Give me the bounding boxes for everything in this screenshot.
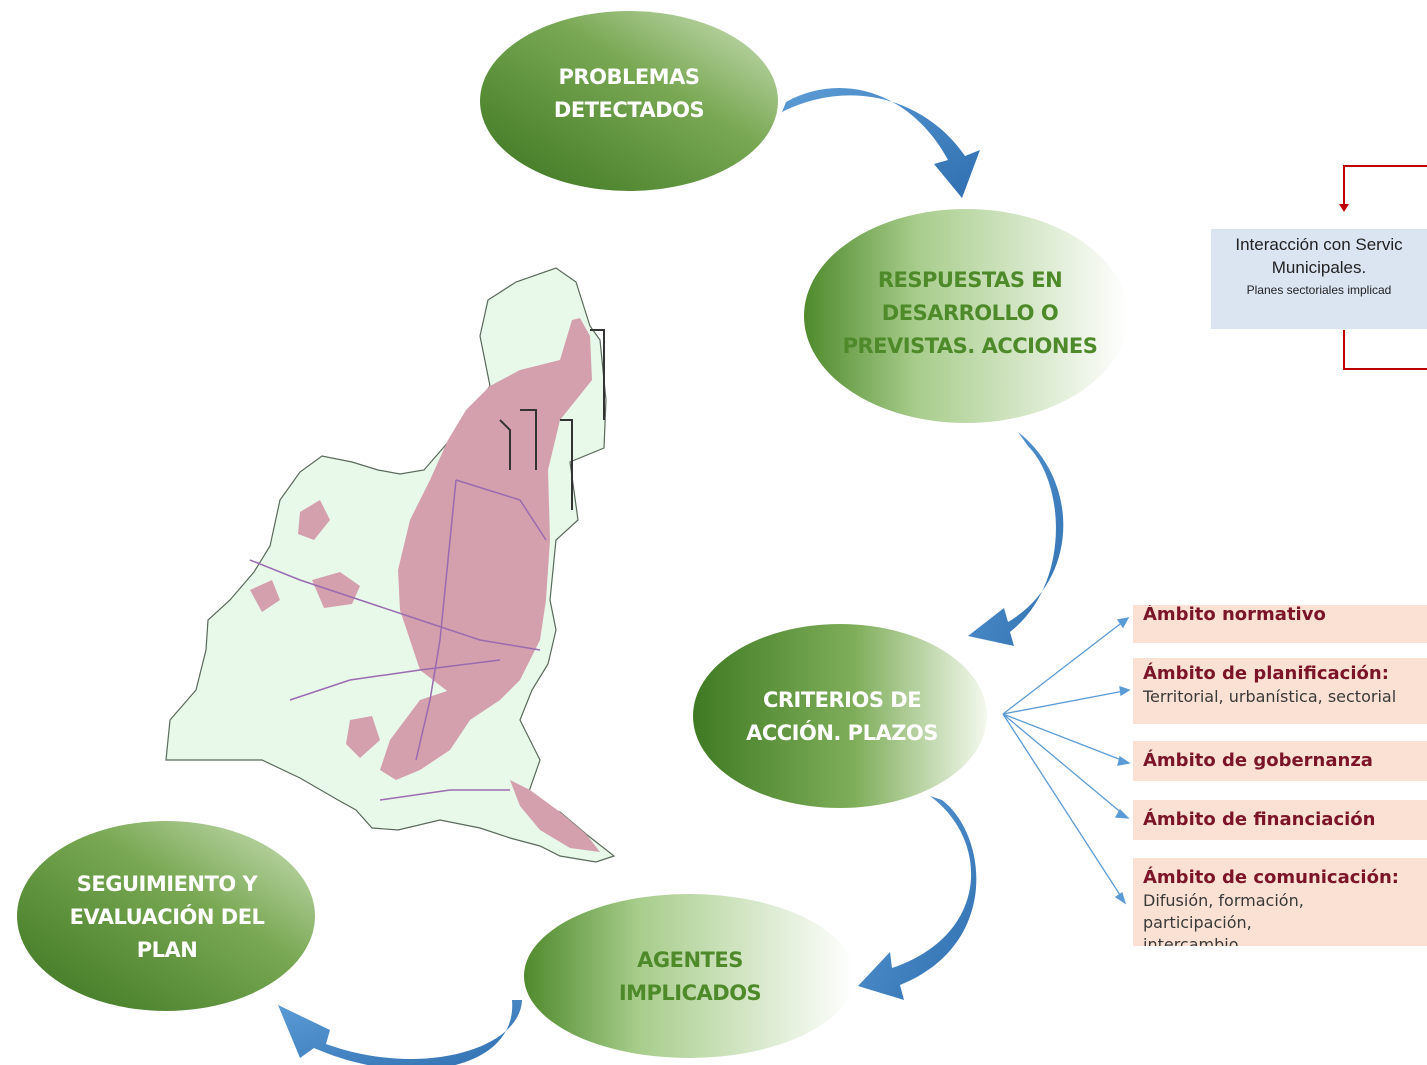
label-criterios: CRITERIOS DE ACCIÓN. PLAZOS	[712, 684, 972, 750]
label-respuestas: RESPUESTAS EN DESARROLLO O PREVISTAS. AC…	[820, 264, 1120, 363]
label-seguimiento-line-3: PLAN	[136, 938, 198, 962]
scope-connectors	[1002, 617, 1131, 905]
scope-detail-planificacion: Territorial, urbanística, sectorial	[1143, 687, 1397, 706]
map-roads	[249, 479, 547, 801]
label-problemas-line-1: PROBLEMAS	[558, 65, 700, 89]
scope-title-comunicacion: Ámbito de comunicación:	[1143, 867, 1399, 888]
label-respuestas-line-2: DESARROLLO O	[881, 301, 1059, 325]
ellipse-criterios	[693, 624, 987, 808]
label-seguimiento: SEGUIMIENTO Y EVALUACIÓN DEL PLAN	[36, 868, 298, 967]
map-urban-nw	[298, 500, 330, 540]
scope-box-comunicacion: Ámbito de comunicación: Difusión, formac…	[1133, 858, 1427, 946]
map-urban-main	[398, 318, 592, 720]
label-agentes: AGENTES IMPLICADOS	[560, 944, 820, 1010]
service-box-line-2: Municipales.	[1271, 258, 1367, 277]
label-problemas-line-2: DETECTADOS	[553, 98, 705, 122]
ellipse-agentes	[524, 894, 854, 1058]
label-problemas: PROBLEMAS DETECTADOS	[500, 61, 758, 127]
label-agentes-line-2: IMPLICADOS	[618, 981, 762, 1005]
service-connector-arrowhead	[1339, 204, 1349, 212]
scope-detail-comunicacion: Difusión, formación, participación, inte…	[1143, 891, 1304, 946]
scope-title-gobernanza: Ámbito de gobernanza	[1143, 750, 1373, 771]
municipality-map	[165, 267, 616, 863]
scope-title-planificacion: Ámbito de planificación:	[1143, 663, 1389, 684]
service-interaction-box: Interacción con Servic Municipales. Plan…	[1211, 229, 1427, 329]
label-seguimiento-line-1: SEGUIMIENTO Y	[76, 872, 258, 896]
service-connectors	[1343, 165, 1427, 370]
scope-box-normativo: Ámbito normativo	[1133, 605, 1427, 643]
label-respuestas-line-3: PREVISTAS. ACCIONES	[842, 334, 1098, 358]
curved-arrow-2	[968, 432, 1064, 646]
service-box-line-1: Interacción con Servic	[1235, 235, 1403, 254]
label-seguimiento-line-2: EVALUACIÓN DEL	[69, 905, 265, 929]
curved-arrow-4	[278, 1000, 522, 1065]
map-port	[499, 329, 605, 510]
map-urban-sw	[312, 572, 360, 608]
label-criterios-line-1: CRITERIOS DE	[762, 688, 922, 712]
ellipse-problemas	[480, 11, 778, 191]
scope-box-gobernanza: Ámbito de gobernanza	[1133, 741, 1427, 781]
scope-box-financiacion: Ámbito de financiación	[1133, 800, 1427, 840]
curved-arrow-1	[782, 88, 980, 198]
map-urban-w	[250, 580, 280, 612]
map-urban-mid	[380, 690, 470, 780]
scope-box-planificacion: Ámbito de planificación: Territorial, ur…	[1133, 658, 1427, 724]
service-box-line-3: Planes sectoriales implicad	[1246, 283, 1392, 297]
scope-title-financiacion: Ámbito de financiación	[1143, 809, 1376, 830]
map-urban-c	[346, 716, 380, 758]
label-respuestas-line-1: RESPUESTAS EN	[877, 268, 1063, 292]
ellipse-seguimiento	[17, 821, 315, 1011]
label-criterios-line-2: ACCIÓN. PLAZOS	[746, 721, 938, 745]
scope-title-normativo: Ámbito normativo	[1143, 605, 1326, 625]
ellipse-respuestas	[804, 209, 1128, 423]
map-urban-se	[510, 780, 600, 852]
label-agentes-line-1: AGENTES	[637, 948, 743, 972]
curved-arrow-3	[858, 796, 977, 1000]
